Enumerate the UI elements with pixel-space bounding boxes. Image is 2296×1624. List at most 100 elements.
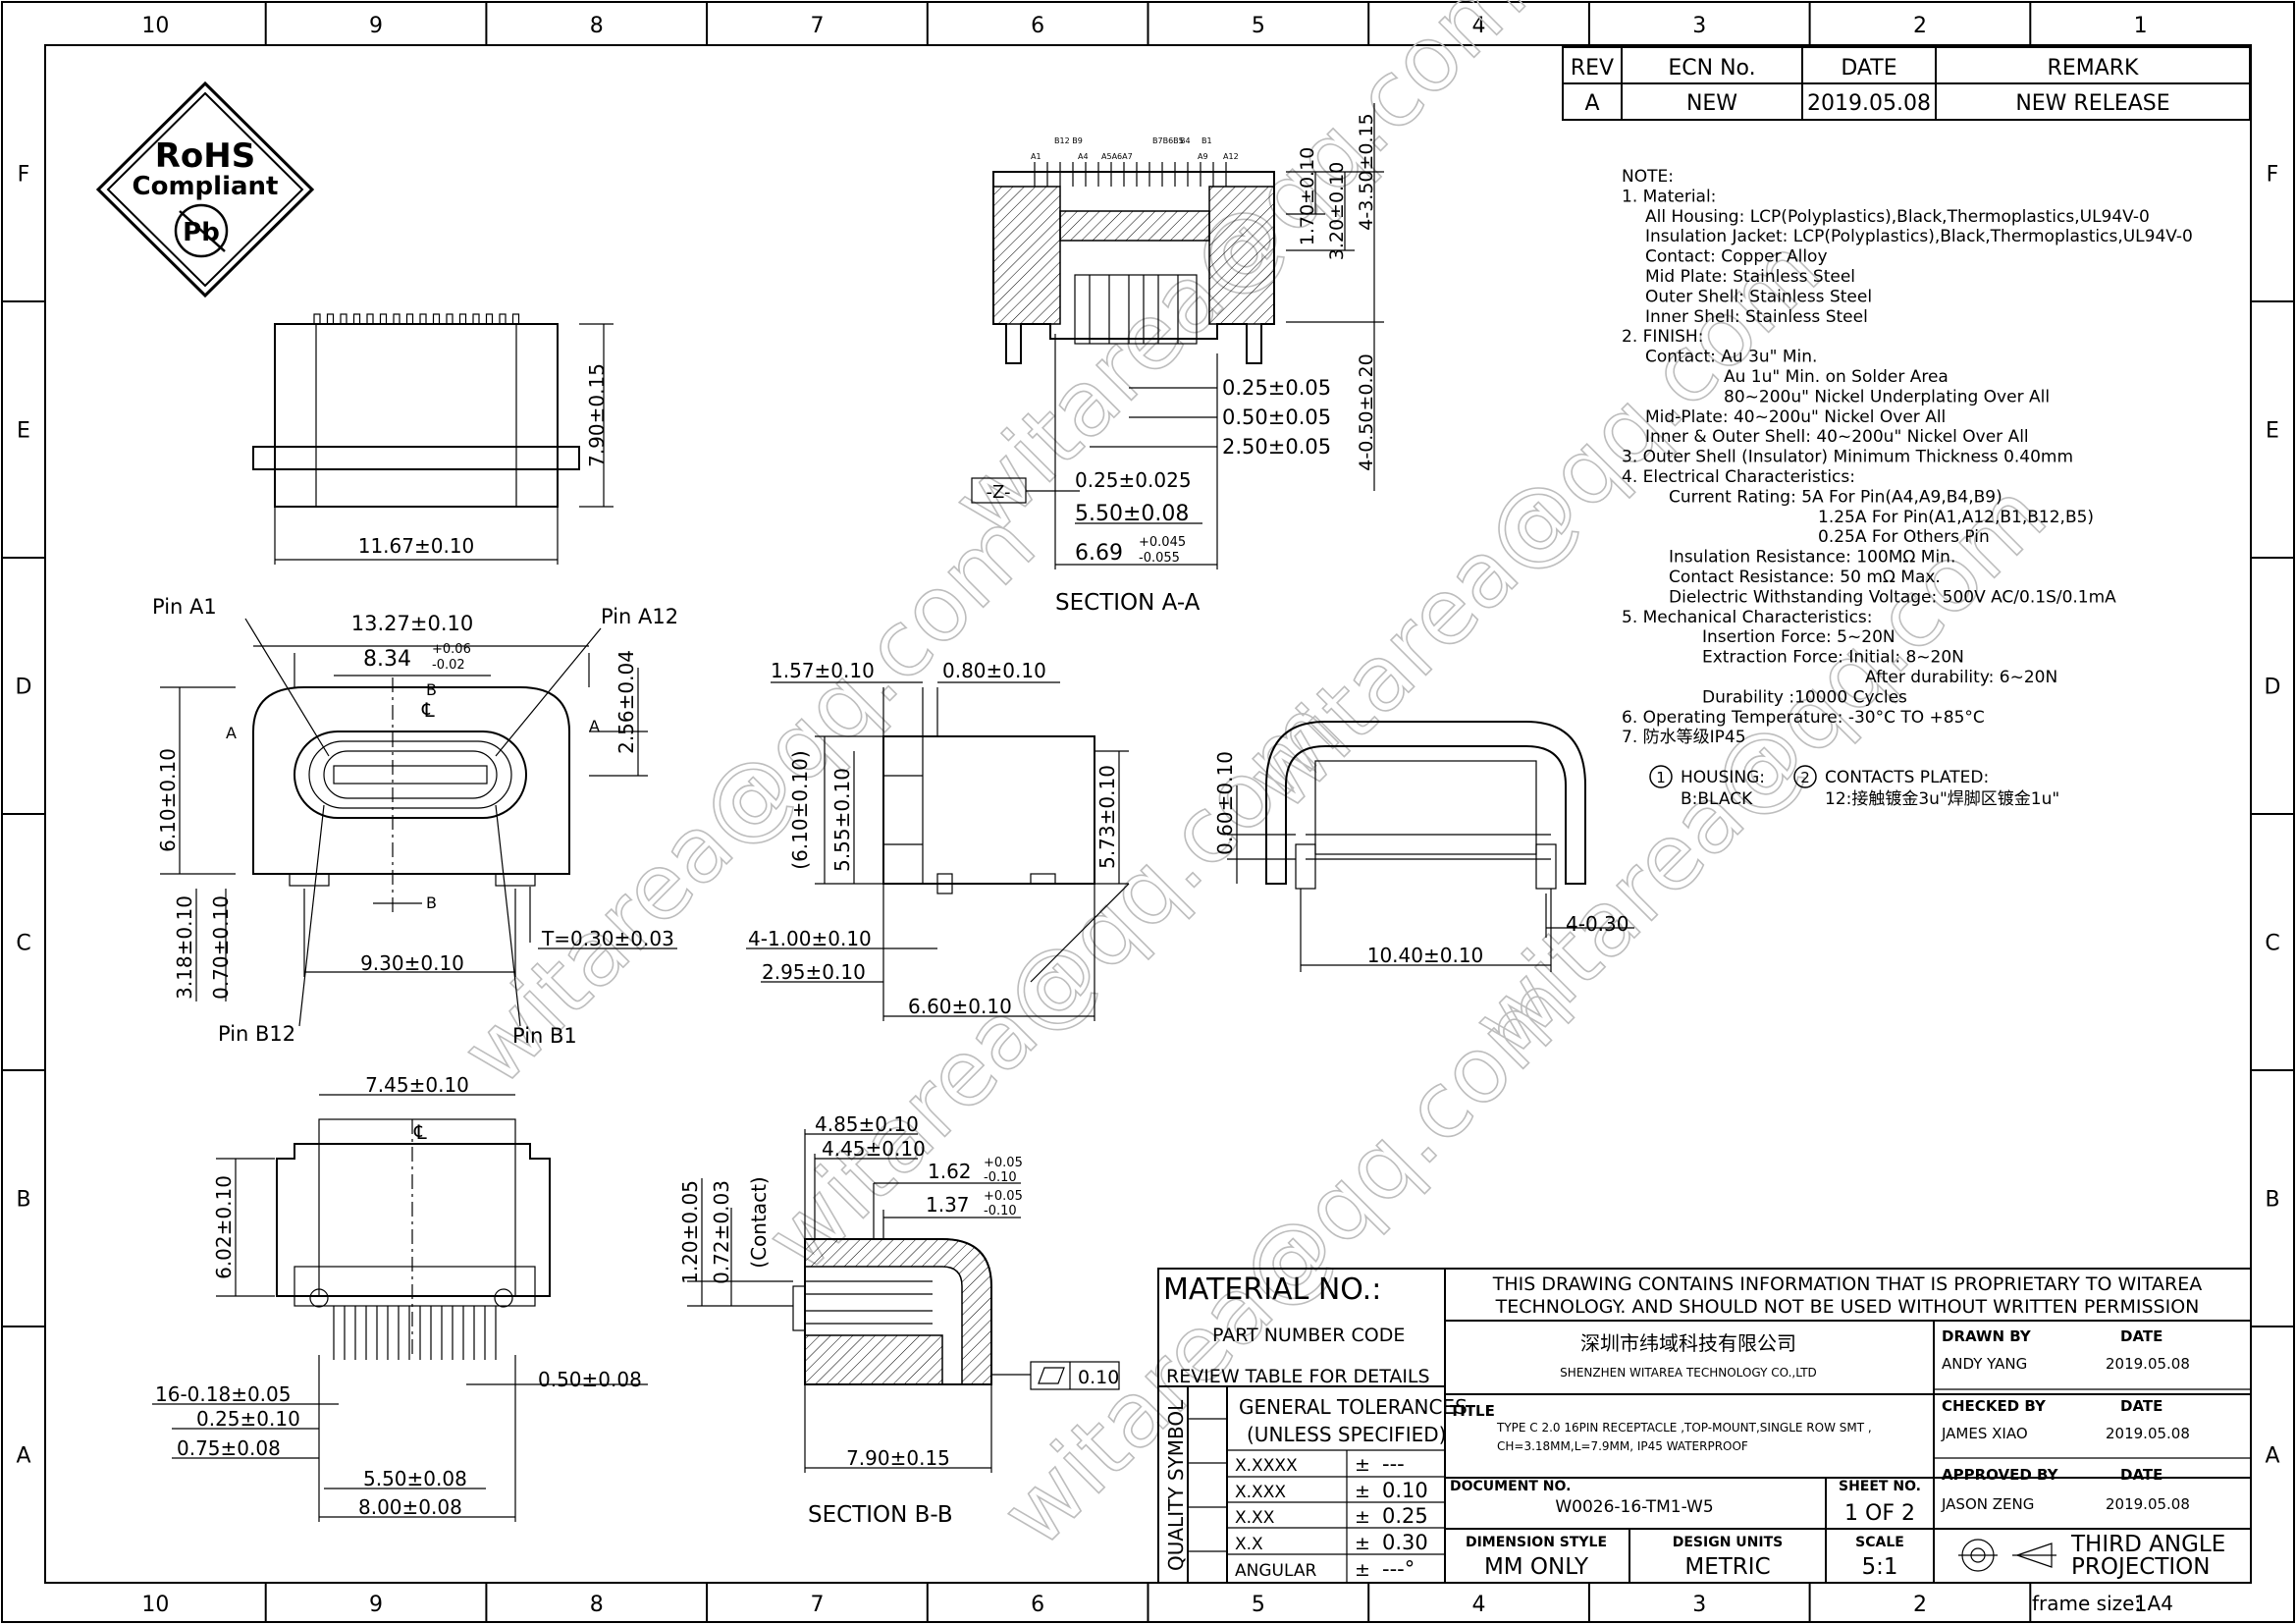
flatness-value: 0.10 xyxy=(1078,1367,1119,1388)
remark-header: REMARK xyxy=(2048,56,2140,81)
contacts-label: CONTACTS PLATED: xyxy=(1825,768,1989,787)
row-label: B xyxy=(16,1188,30,1213)
section-mark-a: A xyxy=(226,724,237,742)
row-label: B xyxy=(2265,1188,2279,1213)
dim-aa-10: 6.69 xyxy=(1075,541,1123,566)
note-line: Inner & Outer Shell: 40~200u" Nickel Ove… xyxy=(1645,427,2029,447)
tolerance-sign: ± xyxy=(1355,1481,1370,1502)
dim-front-height: 6.10±0.10 xyxy=(156,748,180,852)
drawn-by-label: DRAWN BY xyxy=(1942,1327,2032,1345)
tolerance-precision: X.XX xyxy=(1235,1508,1275,1528)
dim-bb-5: 1.20±0.05 xyxy=(678,1180,702,1284)
approved-date: 2019.05.08 xyxy=(2106,1495,2190,1513)
svg-text:B: B xyxy=(426,893,437,912)
tolerance-value: 0.10 xyxy=(1382,1479,1428,1502)
svg-text:+0.05: +0.05 xyxy=(984,1189,1023,1204)
dim-bb-6: 0.72±0.03 xyxy=(710,1180,733,1284)
section-aa-view: B12 B9 A1 A4 A5A6A7 B7B6B5 B4 B1 A9 A12 … xyxy=(971,103,1384,616)
projection-line2: PROJECTION xyxy=(2071,1554,2210,1580)
dim-front-h2: 2.56±0.04 xyxy=(614,650,638,754)
svg-text:+0.06: +0.06 xyxy=(432,642,471,657)
checked-by-label: CHECKED BY xyxy=(1942,1397,2047,1415)
svg-text:2: 2 xyxy=(1800,769,1810,786)
top-view: 11.67±0.10 7.90±0.15 xyxy=(252,313,614,565)
company-name-cn: 深圳市纬域科技有限公司 xyxy=(1580,1331,1796,1355)
scale-label: SCALE xyxy=(1855,1535,1904,1550)
svg-text:A1: A1 xyxy=(1031,152,1041,161)
dim-front-p2: 0.70±0.10 xyxy=(209,895,233,1000)
row-label: A xyxy=(2265,1444,2279,1469)
dim-side-7: 2.95±0.10 xyxy=(762,960,866,984)
row-label: D xyxy=(16,676,32,700)
column-label: 1 xyxy=(2134,1593,2148,1617)
note-line: Mid Plate: Stainless Steel xyxy=(1645,267,1855,287)
label-pin-b1: Pin B1 xyxy=(512,1024,577,1048)
dim-aa-5: 0.25±0.05 xyxy=(1222,376,1331,400)
tolerance-precision: ANGULAR xyxy=(1235,1561,1316,1581)
section-aa-label: SECTION A-A xyxy=(1055,590,1201,616)
dim-bot-3: 16-0.18±0.05 xyxy=(155,1382,292,1406)
svg-text:+0.045: +0.045 xyxy=(1139,535,1186,550)
note-line: 3. Outer Shell (Insulator) Minimum Thick… xyxy=(1622,448,2073,467)
tolerance-sign: ± xyxy=(1355,1454,1370,1476)
note-line: Outer Shell: Stainless Steel xyxy=(1645,287,1872,306)
dim-aa-9: 5.50±0.08 xyxy=(1075,502,1189,526)
dim-aa-8: 0.25±0.025 xyxy=(1075,468,1192,492)
row-label: F xyxy=(2267,163,2279,188)
date-value: 2019.05.08 xyxy=(1807,91,1931,116)
column-label: 2 xyxy=(1913,1593,1927,1617)
dim-side-6: 4-1.00±0.10 xyxy=(748,927,872,950)
note-line: 4. Electrical Characteristics: xyxy=(1622,467,1855,487)
tolerance-value: 0.30 xyxy=(1382,1531,1428,1554)
scale-value: 5:1 xyxy=(1861,1554,1897,1580)
front-view: 13.27±0.10 8.34 +0.06 -0.02 B ℄ B A A 6.… xyxy=(152,595,678,1048)
review-label: REVIEW TABLE FOR DETAILS xyxy=(1166,1366,1430,1387)
column-label: 5 xyxy=(1252,1593,1265,1617)
svg-text:-0.10: -0.10 xyxy=(984,1170,1017,1185)
proprietary-line2: TECHNOLOGY. AND SHOULD NOT BE USED WITHO… xyxy=(1495,1296,2200,1318)
dim-bot-4: 0.25±0.10 xyxy=(196,1407,300,1431)
document-no: W0026-16-TM1-W5 xyxy=(1555,1497,1713,1517)
sheet-number: 1 OF 2 xyxy=(1844,1501,1915,1526)
tolerance-value: --- xyxy=(1382,1452,1405,1476)
tolerance-precision: X.XXXX xyxy=(1235,1456,1298,1476)
dimension-style-label: DIMENSION STYLE xyxy=(1466,1535,1607,1550)
note-line: Contact: Copper Alloy xyxy=(1645,247,1828,267)
datum-z: -Z- xyxy=(986,482,1010,503)
dim-bb-6b: (Contact) xyxy=(747,1176,771,1268)
dim-aa-3: 4-3.50±0.15 xyxy=(1356,113,1377,230)
dim-side-5: 5.73±0.10 xyxy=(1095,765,1119,869)
dim-top-height: 7.90±0.15 xyxy=(585,363,609,467)
note-line: Durability :10000 Cycles xyxy=(1702,687,1907,707)
column-label: 1 xyxy=(2134,14,2148,38)
date-header: DATE xyxy=(1841,56,1896,81)
approved-by-name: JASON ZENG xyxy=(1941,1495,2034,1513)
proprietary-line1: THIS DRAWING CONTAINS INFORMATION THAT I… xyxy=(1492,1273,2202,1295)
label-pin-b12: Pin B12 xyxy=(218,1022,295,1046)
projection-symbol-icon xyxy=(1958,1539,2056,1572)
quality-symbol-label: QUALITY SYMBOL xyxy=(1164,1399,1188,1571)
column-label: 10 xyxy=(141,1593,169,1617)
dim-bb-4: 1.37 xyxy=(926,1193,970,1217)
svg-text:A: A xyxy=(589,717,600,735)
dim-bot-7: 5.50±0.08 xyxy=(363,1467,467,1490)
dim-bb-1: 4.85±0.10 xyxy=(815,1112,919,1136)
column-label: 8 xyxy=(590,1593,604,1617)
approved-by-label: APPROVED BY xyxy=(1942,1466,2059,1484)
tolerance-value: ---° xyxy=(1382,1557,1415,1581)
column-label: 3 xyxy=(1692,14,1706,38)
general-tolerances: GENERAL TOLERANCES xyxy=(1239,1395,1468,1419)
revision-table: REV ECN No. DATE REMARK A NEW 2019.05.08… xyxy=(1562,46,2251,121)
note-line: 80~200u" Nickel Underplating Over All xyxy=(1724,387,2050,406)
dim-rear-3: 10.40±0.10 xyxy=(1367,944,1484,967)
dim-side-2: 0.80±0.10 xyxy=(942,659,1046,682)
drawn-by-name: ANDY YANG xyxy=(1942,1355,2027,1373)
drawn-date: 2019.05.08 xyxy=(2106,1355,2190,1373)
dim-bot-2: 6.02±0.10 xyxy=(212,1175,236,1279)
svg-text:℄: ℄ xyxy=(413,1120,427,1144)
note-line: Mid-Plate: 40~200u" Nickel Over All xyxy=(1645,407,1946,427)
row-label: E xyxy=(17,419,30,444)
column-label: 4 xyxy=(1472,14,1486,38)
column-label: 9 xyxy=(369,14,383,38)
note-line: Contact Resistance: 50 mΩ Max. xyxy=(1669,568,1941,587)
